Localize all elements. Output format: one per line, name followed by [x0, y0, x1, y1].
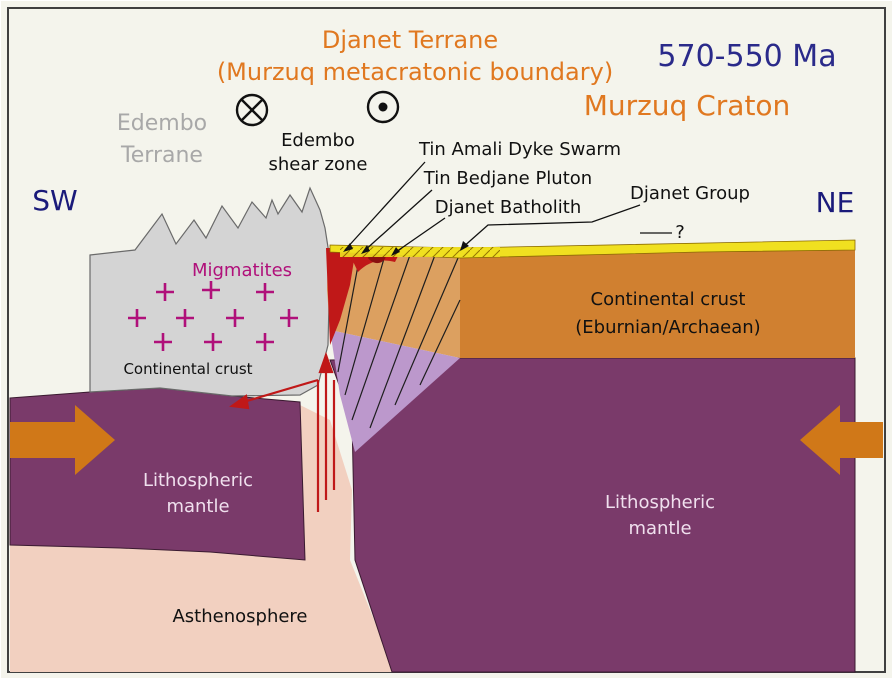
label-continental-crust-right-1: Continental crust — [591, 289, 746, 310]
label-djanet-batholith: Djanet Batholith — [435, 197, 581, 218]
label-continental-crust-left: Continental crust — [123, 360, 252, 378]
direction-ne: NE — [816, 186, 855, 219]
right-lithospheric-mantle — [330, 358, 855, 672]
shear-zone-line1: Edembo — [281, 130, 355, 151]
label-asthenosphere: Asthenosphere — [172, 606, 307, 627]
direction-sw: SW — [32, 184, 77, 217]
label-lithospheric-mantle-right-2: mantle — [628, 518, 691, 539]
edembo-terrane-line2: Terrane — [120, 143, 203, 168]
label-tin-amali-dyke-swarm: Tin Amali Dyke Swarm — [418, 139, 621, 160]
edembo-terrane-line1: Edembo — [117, 111, 207, 136]
shear-zone-line2: shear zone — [269, 154, 368, 175]
label-tin-bedjane-pluton: Tin Bedjane Pluton — [423, 168, 592, 189]
label-djanet-group: Djanet Group — [630, 183, 750, 204]
label-lithospheric-mantle-left-1: Lithospheric — [143, 470, 253, 491]
diagram-title-line2: (Murzuq metacratonic boundary) — [217, 58, 613, 86]
label-lithospheric-mantle-left-2: mantle — [166, 496, 229, 517]
label-migmatites: Migmatites — [192, 260, 292, 281]
label-question-mark: ? — [675, 222, 685, 243]
label-continental-crust-right-2: (Eburnian/Archaean) — [575, 317, 760, 338]
label-lithospheric-mantle-right-1: Lithospheric — [605, 492, 715, 513]
diagram-title-line1: Djanet Terrane — [322, 26, 498, 54]
age-label: 570-550 Ma — [657, 39, 836, 74]
craton-label: Murzuq Craton — [584, 89, 791, 122]
